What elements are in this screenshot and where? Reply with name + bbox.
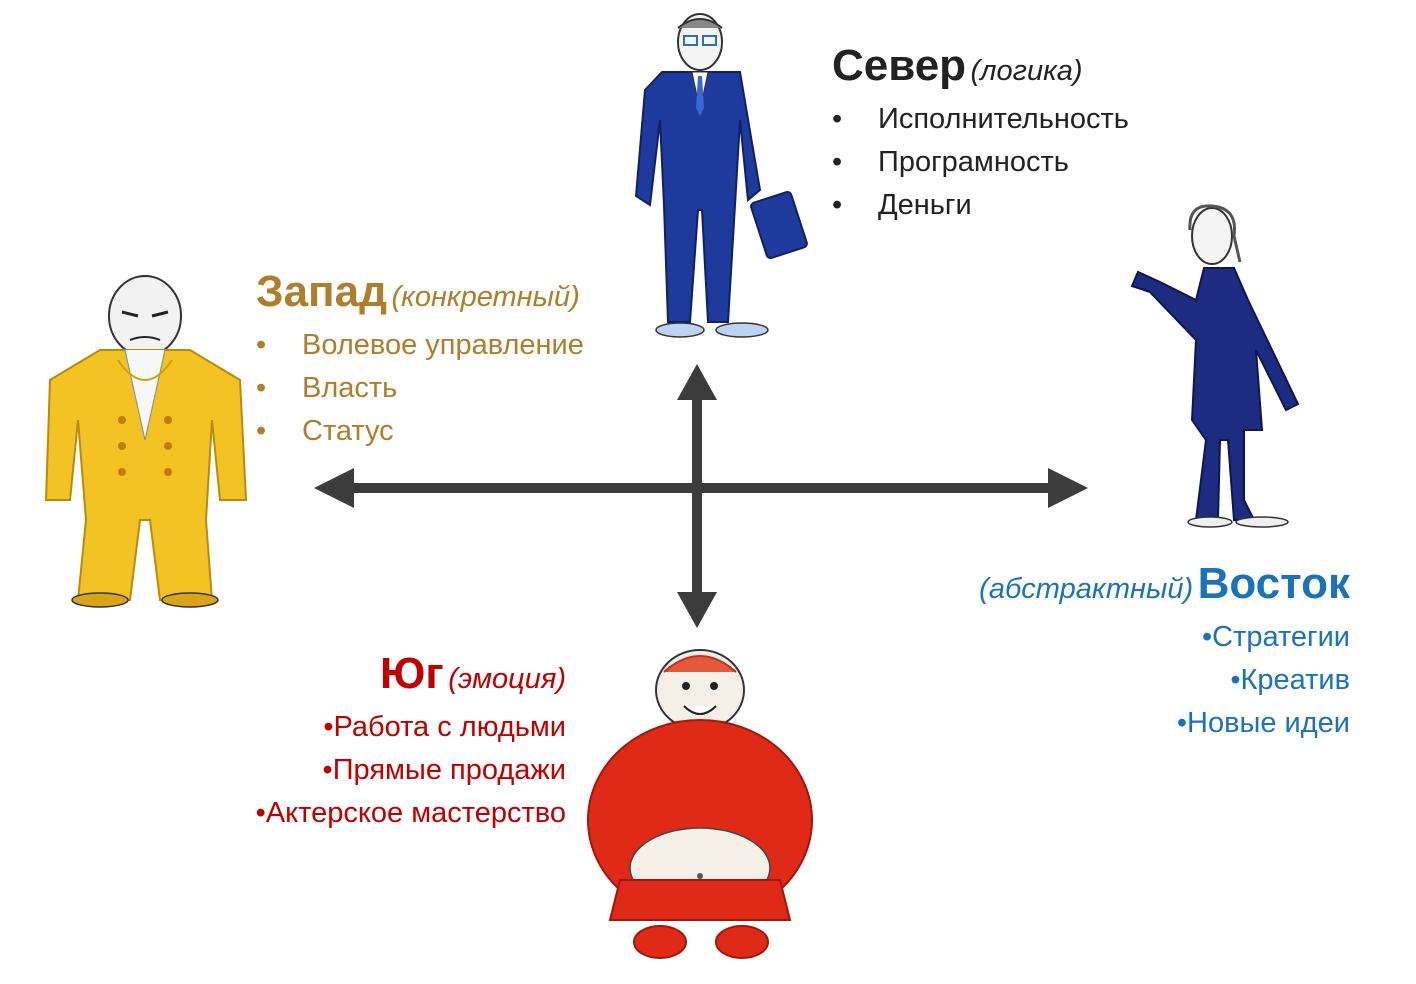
list-item: •Програмность xyxy=(832,141,1129,184)
west-heading: Запад (конкретный) xyxy=(256,270,584,314)
arrow-west-head xyxy=(314,468,354,508)
list-item: •Волевое управление xyxy=(256,324,584,367)
north-block: Север (логика) •Исполнительность •Програ… xyxy=(832,44,1129,227)
north-subtitle: (логика) xyxy=(970,55,1083,87)
list-item: •Актерское мастерство xyxy=(224,792,566,835)
bullet-icon: • xyxy=(832,103,843,135)
south-title: Юг xyxy=(380,649,444,698)
arrow-east-head xyxy=(1048,468,1088,508)
bullet-icon: • xyxy=(1201,621,1213,653)
list-item: •Прямые продажи xyxy=(224,749,566,792)
north-list: •Исполнительность •Програмность •Деньги xyxy=(832,98,1129,227)
east-subtitle: (абстрактный) xyxy=(979,573,1194,605)
list-item: •Новые идеи xyxy=(979,702,1350,745)
bullet-icon: • xyxy=(1230,664,1241,696)
north-figure xyxy=(634,13,808,338)
south-figure xyxy=(587,649,813,959)
bullet-icon: • xyxy=(255,797,266,829)
list-item: •Креатив xyxy=(979,659,1350,702)
list-item: •Работа с людьми xyxy=(224,706,566,749)
cross-arrows xyxy=(314,364,1088,628)
west-figure xyxy=(44,275,248,608)
bullet-icon: • xyxy=(323,711,334,743)
bullet-icon: • xyxy=(322,754,333,786)
south-block: Юг (эмоция) •Работа с людьми •Прямые про… xyxy=(224,652,566,835)
south-subtitle: (эмоция) xyxy=(448,663,566,695)
west-block: Запад (конкретный) •Волевое управление •… xyxy=(256,270,584,453)
east-figure xyxy=(1130,204,1300,528)
list-item: •Стратегии xyxy=(979,616,1350,659)
bullet-icon: • xyxy=(256,372,267,404)
list-item: •Статус xyxy=(256,410,584,453)
east-title: Восток xyxy=(1197,559,1350,608)
west-title: Запад xyxy=(256,267,388,316)
west-subtitle: (конкретный) xyxy=(391,281,580,313)
east-heading: (абстрактный) Восток xyxy=(979,562,1350,606)
list-item: •Исполнительность xyxy=(832,98,1129,141)
bullet-icon: • xyxy=(832,189,843,221)
bullet-icon: • xyxy=(832,146,843,178)
east-list: •Стратегии •Креатив •Новые идеи xyxy=(979,616,1350,745)
west-list: •Волевое управление •Власть •Статус xyxy=(256,324,584,453)
east-block: (абстрактный) Восток •Стратегии •Креатив… xyxy=(979,562,1350,745)
north-heading: Север (логика) xyxy=(832,44,1129,88)
south-heading: Юг (эмоция) xyxy=(224,652,566,696)
bullet-icon: • xyxy=(1176,707,1188,739)
bullet-icon: • xyxy=(256,415,267,447)
list-item: •Власть xyxy=(256,367,584,410)
arrow-north-head xyxy=(677,364,717,400)
south-list: •Работа с людьми •Прямые продажи •Актерс… xyxy=(224,706,566,835)
arrow-south-head xyxy=(677,592,717,628)
bullet-icon: • xyxy=(256,329,267,361)
list-item: •Деньги xyxy=(832,184,1129,227)
north-title: Север xyxy=(832,41,967,90)
